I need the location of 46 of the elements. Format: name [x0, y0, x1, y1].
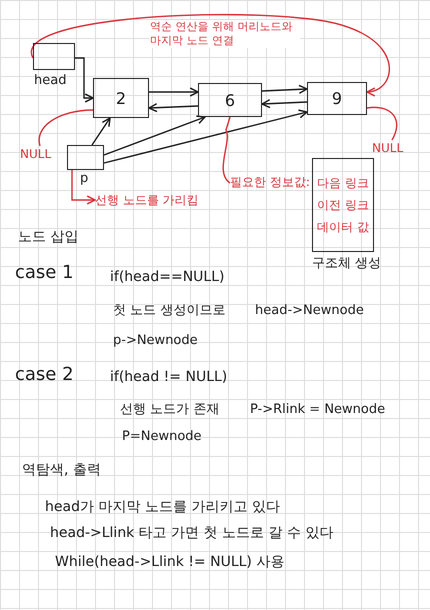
annotation-text: 필요한 정보값: [230, 174, 310, 190]
note-text: 노드 삽입 [18, 228, 78, 246]
arrow [104, 115, 206, 156]
note-text: if(head==NULL) [110, 268, 224, 286]
note-text: head->Newnode [255, 302, 364, 319]
struct-box [312, 158, 374, 252]
node-value: 6 [224, 90, 236, 110]
note-text: 역탐색, 출력 [22, 461, 101, 479]
note-text: While(head->Llink != NULL) 사용 [55, 553, 284, 571]
field-list: 다음 링크 이전 링크 데이터 값 [316, 172, 370, 238]
node-caption: 구조체 생성 [312, 256, 382, 272]
note-text: 첫 노드 생성이므로 [113, 302, 226, 319]
leader-line [222, 116, 231, 184]
pointer-box [33, 43, 75, 70]
leader-line [38, 109, 94, 146]
note-text: P->Rlink = Newnode [250, 401, 386, 418]
note-text: head가 마지막 노드를 가리키고 있다 [45, 498, 280, 516]
arrow [149, 87, 199, 97]
note-text: P=Newnode [122, 428, 202, 445]
pointer-box [67, 145, 104, 170]
list-node-box [93, 78, 149, 118]
note-text: p->Newnode [113, 332, 198, 349]
node-value: 2 [116, 88, 126, 108]
annotation-text: 선행 노드를 가리킴 [95, 192, 199, 208]
note-text: 선행 노드가 존재 [120, 401, 220, 418]
arrow [262, 84, 308, 94]
list-node-box [198, 83, 262, 117]
annotation-text: NULL [372, 140, 404, 156]
arrow [71, 170, 96, 205]
note-text: case 1 [15, 262, 74, 284]
arrow [148, 103, 198, 112]
note-text: case 2 [15, 364, 74, 386]
edge-label: 역순 연산을 위해 머리노드와 마지막 노드 연결 [150, 20, 300, 48]
arrow [104, 109, 308, 164]
node-caption: p [80, 171, 88, 187]
note-text: head->Llink 타고 가면 첫 노드로 갈 수 있다 [50, 524, 334, 542]
node-caption: head [34, 73, 66, 89]
arrow [31, 14, 390, 96]
arrow [75, 57, 94, 103]
annotation-text: NULL [20, 146, 52, 162]
node-value: 9 [332, 89, 342, 108]
note-text: if(head != NULL) [110, 368, 228, 386]
list-node-box [307, 82, 367, 115]
arrow [91, 117, 111, 146]
leader-line [366, 106, 398, 140]
arrow [261, 99, 308, 108]
